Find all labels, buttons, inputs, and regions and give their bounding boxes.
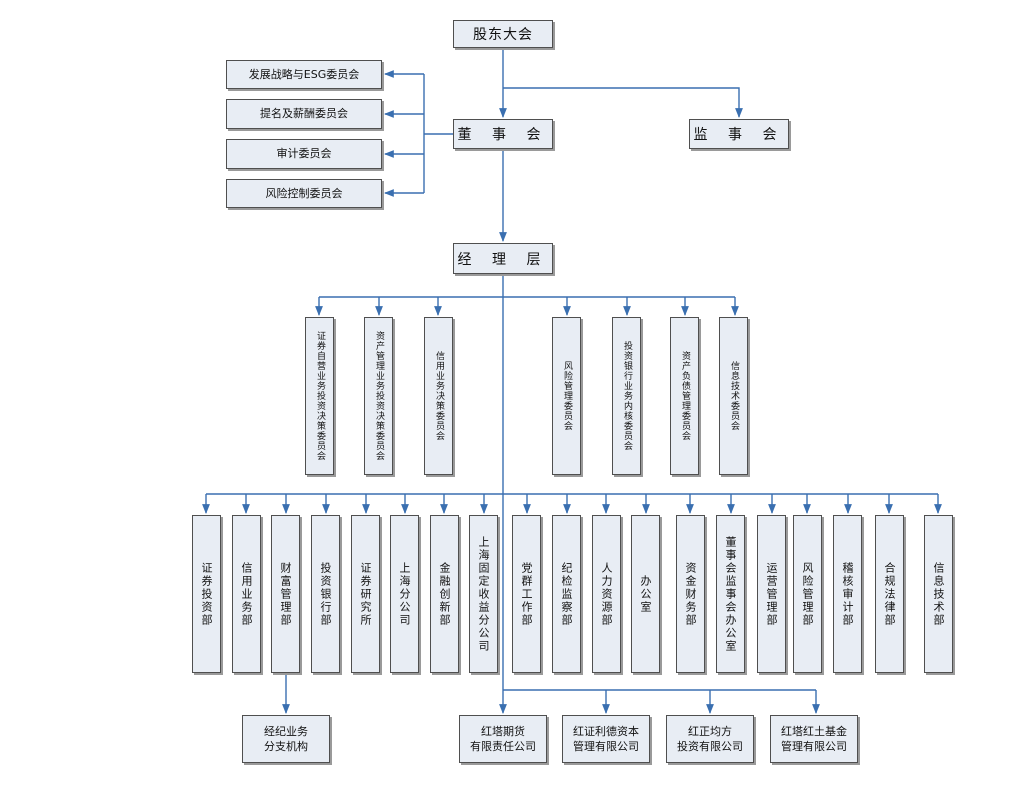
dept-shanghai-fixed-income: 上海固定收益分公司: [469, 515, 498, 673]
subsidiary-line2: 管理有限公司: [781, 740, 847, 753]
committee-audit: 审计委员会: [226, 139, 382, 169]
supervisory-board: 监 事 会: [689, 119, 789, 149]
subsidiary-line1: 红证利德资本: [573, 725, 639, 738]
mgmt-committee-investment-banking: 投资银行业务内核委员会: [612, 317, 641, 475]
subsidiary-line1: 红塔期货: [481, 725, 525, 738]
subsidiary-hongzheng-junfang: 红正均方 投资有限公司: [666, 715, 754, 763]
shareholders-meeting: 股东大会: [453, 20, 553, 48]
dept-investment-banking: 投资银行部: [311, 515, 340, 673]
dept-securities-research: 证券研究所: [351, 515, 380, 673]
subsidiary-hongta-hongtu-fund: 红塔红土基金 管理有限公司: [770, 715, 858, 763]
dept-wealth-management: 财富管理部: [271, 515, 300, 673]
dept-risk-management: 风险管理部: [793, 515, 822, 673]
dept-general-office: 办公室: [631, 515, 660, 673]
subsidiary-line2: 有限责任公司: [470, 740, 536, 753]
committee-nomination-remuneration: 提名及薪酬委员会: [226, 99, 382, 129]
brokerage-branches: 经纪业务 分支机构: [242, 715, 330, 763]
subsidiary-hongta-futures: 红塔期货 有限责任公司: [459, 715, 547, 763]
mgmt-committee-it: 信息技术委员会: [719, 317, 748, 475]
subsidiary-line1: 红正均方: [688, 725, 732, 738]
dept-compliance-legal: 合规法律部: [875, 515, 904, 673]
committee-strategy-esg: 发展战略与ESG委员会: [226, 60, 382, 89]
mgmt-committee-proprietary-investment: 证券自营业务投资决策委员会: [305, 317, 334, 475]
management-layer: 经 理 层: [453, 243, 553, 274]
dept-human-resources: 人力资源部: [592, 515, 621, 673]
subsidiary-hongzheng-lide: 红证利德资本 管理有限公司: [562, 715, 650, 763]
board-of-directors: 董 事 会: [453, 119, 553, 149]
dept-discipline-inspection: 纪检监察部: [552, 515, 581, 673]
subsidiary-line2: 投资有限公司: [677, 740, 743, 753]
dept-securities-investment: 证券投资部: [192, 515, 221, 673]
mgmt-committee-asset-liability: 资产负债管理委员会: [670, 317, 699, 475]
committee-risk-control: 风险控制委员会: [226, 179, 382, 208]
dept-board-office: 董事会监事会办公室: [716, 515, 745, 673]
brokerage-branches-line2: 分支机构: [264, 740, 308, 753]
dept-financial-innovation: 金融创新部: [430, 515, 459, 673]
mgmt-committee-credit-business: 信用业务决策委员会: [424, 317, 453, 475]
dept-credit-business: 信用业务部: [232, 515, 261, 673]
subsidiary-line1: 红塔红土基金: [781, 725, 847, 738]
mgmt-committee-risk-management: 风险管理委员会: [552, 317, 581, 475]
dept-audit: 稽核审计部: [833, 515, 862, 673]
brokerage-branches-line1: 经纪业务: [264, 725, 308, 738]
dept-operations: 运营管理部: [757, 515, 786, 673]
dept-shanghai-branch: 上海分公司: [390, 515, 419, 673]
dept-treasury-finance: 资金财务部: [676, 515, 705, 673]
subsidiary-line2: 管理有限公司: [573, 740, 639, 753]
dept-party-affairs: 党群工作部: [512, 515, 541, 673]
dept-information-technology: 信息技术部: [924, 515, 953, 673]
mgmt-committee-asset-management: 资产管理业务投资决策委员会: [364, 317, 393, 475]
